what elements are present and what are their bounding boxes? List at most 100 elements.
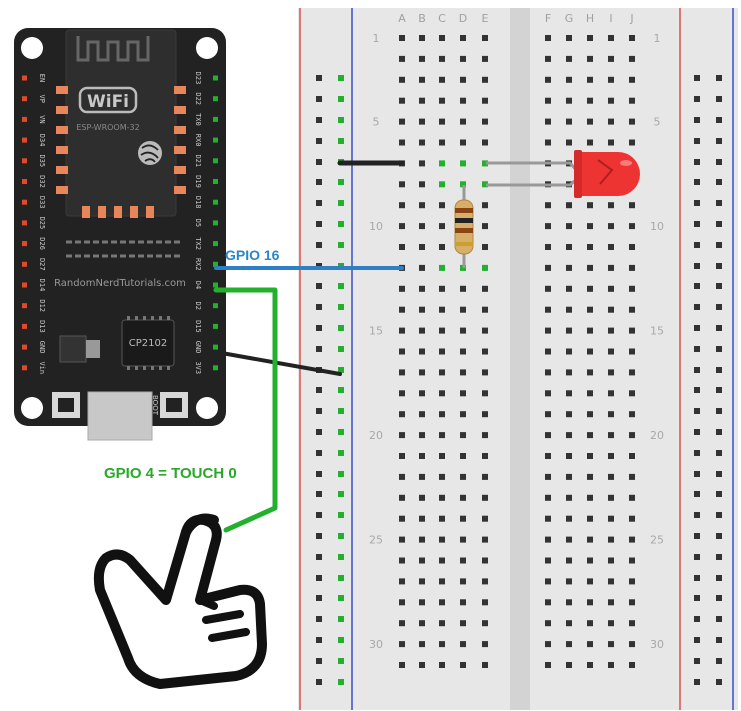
breadboard-hole [439, 76, 445, 83]
rail-hole [316, 138, 322, 144]
chip-pin [127, 316, 130, 320]
breadboard-hole [460, 411, 466, 418]
breadboard-hole [629, 599, 635, 606]
breadboard-hole [419, 202, 425, 209]
breadboard-hole [587, 641, 593, 648]
rail-hole [316, 96, 322, 102]
breadboard-hole [587, 432, 593, 439]
breadboard-hole [439, 118, 445, 125]
rail-hole [316, 117, 322, 123]
breadboard-hole [608, 515, 614, 522]
row-marker: 25 [650, 534, 664, 547]
breadboard-hole [629, 641, 635, 648]
rail-hole [694, 408, 700, 414]
header-pin [213, 344, 218, 350]
module-pad [56, 166, 68, 174]
mount-hole [21, 37, 43, 59]
breadboard-hole [460, 620, 466, 627]
rail-hole [694, 658, 700, 664]
led-die [597, 159, 614, 185]
breadboard-hole [587, 578, 593, 585]
breadboard-hole [399, 327, 405, 334]
breadboard-hole [587, 202, 593, 209]
boot-button-cap [166, 398, 182, 412]
column-letter: A [398, 12, 406, 25]
breadboard-hole [419, 494, 425, 501]
regulator-tab [86, 340, 100, 358]
header-pin [213, 199, 218, 205]
rail-hole [716, 387, 722, 393]
header-pin [213, 116, 218, 122]
rail-hole [716, 512, 722, 518]
breadboard-hole [566, 599, 572, 606]
breadboard-hole [608, 432, 614, 439]
breadboard-hole [482, 641, 488, 648]
breadboard-hole [587, 473, 593, 480]
breadboard-hole [608, 202, 614, 209]
breadboard-hole [460, 432, 466, 439]
pin-labels-right: D23D22TX0RX0D21D19D18D5TX2RX2D4D2D15GND3… [194, 72, 202, 374]
breadboard-hole [439, 306, 445, 313]
breadboard-hole [566, 432, 572, 439]
rail-hole [716, 575, 722, 581]
breadboard-hole [419, 181, 425, 188]
breadboard-hole [399, 139, 405, 146]
breadboard-hole [587, 453, 593, 459]
breadboard-hole [399, 118, 405, 125]
pin-label: D14 [38, 279, 46, 292]
rail-hole [716, 595, 722, 601]
breadboard-hole [482, 411, 488, 418]
module-pad [56, 126, 68, 134]
breadboard-hole [439, 327, 445, 334]
rail-hole [338, 75, 344, 81]
rail-hole [316, 179, 322, 185]
mount-hole [196, 37, 218, 59]
breadboard-hole [608, 494, 614, 501]
breadboard-hole [419, 432, 425, 439]
rail-hole [316, 616, 322, 622]
header-pin [22, 261, 27, 267]
breadboard-hole [566, 369, 572, 376]
breadboard-hole [566, 557, 572, 564]
breadboard-hole [545, 118, 551, 125]
breadboard-hole [566, 348, 572, 355]
breadboard-hole [460, 369, 466, 376]
module-pad [130, 206, 138, 218]
breadboard-hole [482, 578, 488, 585]
breadboard-hole [587, 306, 593, 313]
header-pin [22, 303, 27, 309]
pin-label: D15 [194, 320, 202, 333]
column-letter: B [418, 12, 426, 25]
module-pad [98, 206, 106, 218]
breadboard-hole [629, 55, 635, 62]
chip-pin [143, 316, 146, 320]
rail-hole [338, 304, 344, 310]
breadboard-hole [439, 139, 445, 146]
breadboard-hole [545, 557, 551, 564]
rail-hole [316, 346, 322, 352]
rail-hole [694, 179, 700, 185]
hand-finger-lines [196, 596, 250, 642]
module-pad [56, 106, 68, 114]
breadboard-hole [587, 348, 593, 355]
breadboard-hole [399, 557, 405, 564]
breadboard-hole [608, 35, 614, 41]
rail-hole [694, 637, 700, 643]
row-marker: 1 [373, 32, 380, 45]
chip-pin [127, 366, 130, 370]
breadboard-hole [439, 453, 445, 459]
breadboard-hole [460, 348, 466, 355]
breadboard-hole [482, 515, 488, 522]
breadboard-hole [399, 620, 405, 627]
rail-hole [694, 533, 700, 539]
module-pad [146, 206, 154, 218]
breadboard-hole [399, 578, 405, 585]
mount-hole [196, 397, 218, 419]
breadboard-hole [419, 244, 425, 250]
rail-hole [694, 367, 700, 373]
header-pins-left [22, 75, 27, 371]
breadboard-hole [482, 97, 488, 104]
wifi-logo-frame [78, 86, 138, 114]
breadboard-hole [439, 432, 445, 439]
